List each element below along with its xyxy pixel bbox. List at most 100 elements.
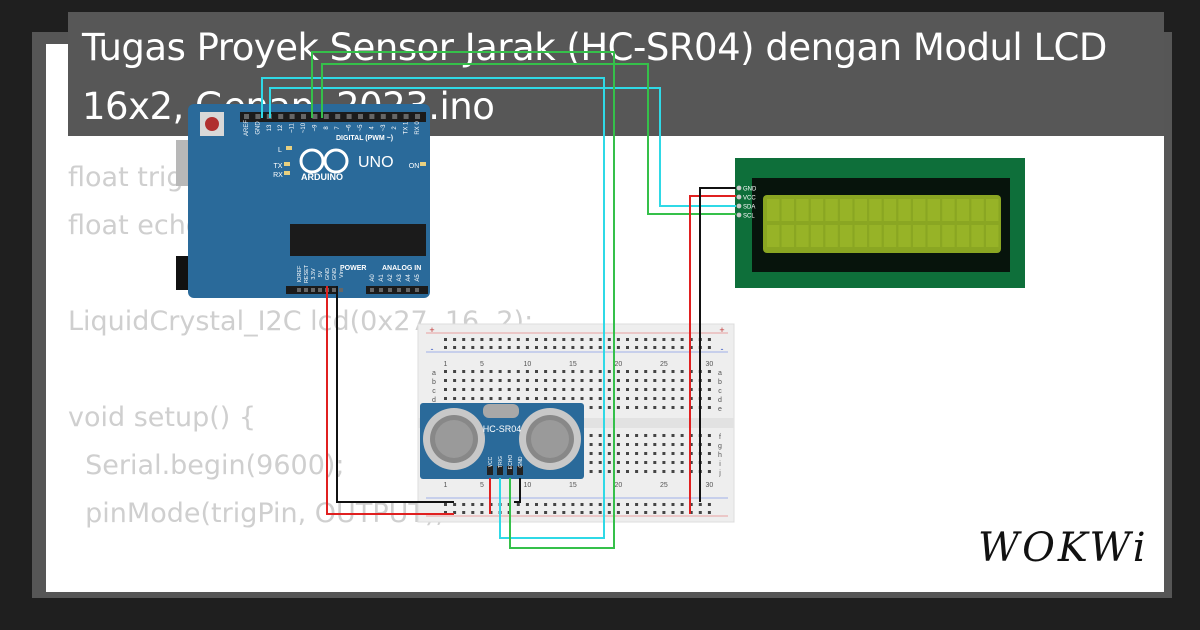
breadboard-hole [507,388,511,391]
breadboard-hole [635,461,639,464]
breadboard-hole [635,346,639,349]
breadboard-hole [607,370,611,373]
breadboard-hole [607,443,611,446]
breadboard-hole [580,346,584,349]
arduino-pin-label: A5 [415,274,421,282]
breadboard-hole [598,511,602,514]
lcd-char-cell [956,199,970,221]
arduino-pin-label: 2 [392,126,398,130]
breadboard-row-label: i [719,461,721,468]
breadboard-hole [516,370,520,373]
breadboard-hole [607,434,611,437]
breadboard-hole [589,406,593,409]
breadboard-hole [571,511,575,514]
lcd-pin-label: SCL [743,214,755,220]
breadboard-hole [671,511,675,514]
breadboard-hole [580,379,584,382]
arduino-pin-label: ~5 [358,124,364,132]
breadboard-hole [689,511,693,514]
breadboard-row-label: d [432,397,436,404]
arduino-header-pin [415,288,419,292]
arduino-pin-label: ~9 [312,124,318,132]
breadboard-hole [453,511,457,514]
lcd-char-cell [971,225,984,247]
wire-5v [326,286,454,515]
breadboard-row-label: b [718,379,722,386]
breadboard-hole [598,397,602,400]
breadboard-hole [707,388,711,391]
arduino-header-pin [312,114,318,119]
lcd-char-cell [840,225,853,247]
arduino-header-pin [346,114,352,119]
breadboard-hole [635,406,639,409]
arduino-pin-label: 3.3V [311,268,317,280]
breadboard-hole [671,346,675,349]
breadboard-hole [553,338,557,341]
arduino-brand-label: ARDUINO [301,172,343,182]
breadboard-hole [653,511,657,514]
arduino-header-pin [369,114,375,119]
breadboard-rail-sign: - [431,344,434,354]
breadboard-row-label: c [718,388,722,395]
breadboard-row-label: b [432,379,436,386]
breadboard-hole [680,461,684,464]
breadboard-row-label: d [718,397,722,404]
breadboard-hole [626,443,629,446]
breadboard-hole [653,503,657,506]
breadboard-hole [698,503,702,506]
breadboard-hole [580,503,584,506]
arduino-header-pin [297,288,301,292]
breadboard-hole [644,370,648,373]
breadboard-hole [562,379,566,382]
breadboard-hole [489,338,493,341]
breadboard-hole [462,503,466,506]
arduino-led-label: TX [274,163,283,170]
breadboard-hole [653,397,657,400]
breadboard-hole [562,511,566,514]
breadboard-hole [698,511,702,514]
breadboard-hole [544,379,548,382]
lcd-pin-label: VCC [743,196,756,202]
breadboard-hole [553,370,557,373]
lcd-char-cell [869,225,882,247]
breadboard-hole [589,370,593,373]
breadboard-row-label: j [718,470,721,477]
breadboard-hole [598,503,602,506]
breadboard-hole [453,397,457,400]
breadboard-hole [489,379,493,382]
arduino-header-pin [301,114,306,119]
breadboard-hole [671,452,675,455]
breadboard-hole [562,338,566,341]
breadboard-hole [671,434,675,437]
breadboard-hole [626,511,629,514]
digital-header-label: DIGITAL (PWM ~) [336,135,393,142]
breadboard-hole [462,346,466,349]
breadboard-hole [653,406,657,409]
breadboard-hole [644,379,648,382]
breadboard-hole [616,443,620,446]
breadboard-hole [525,511,529,514]
breadboard-hole [507,370,511,373]
lcd-char-cell [796,199,809,221]
breadboard-hole [635,388,639,391]
breadboard-hole [480,388,484,391]
wires [261,51,736,549]
lcd-char-cell [825,225,838,247]
breadboard-hole [553,397,557,400]
arduino-header-pin [392,114,398,119]
lcd-char-cell [942,199,955,221]
breadboard-row-label: g [718,443,722,450]
lcd-char-cell [927,225,940,247]
breadboard-hole [589,434,593,437]
arduino-pin-label: RESET [304,264,310,283]
breadboard-hole [607,346,611,349]
wire-echo [311,51,615,549]
breadboard-hole [607,388,611,391]
breadboard-hole [462,511,466,514]
arduino-pin-label: AREF [244,120,250,136]
breadboard-hole [471,503,475,506]
breadboard-hole [689,379,693,382]
